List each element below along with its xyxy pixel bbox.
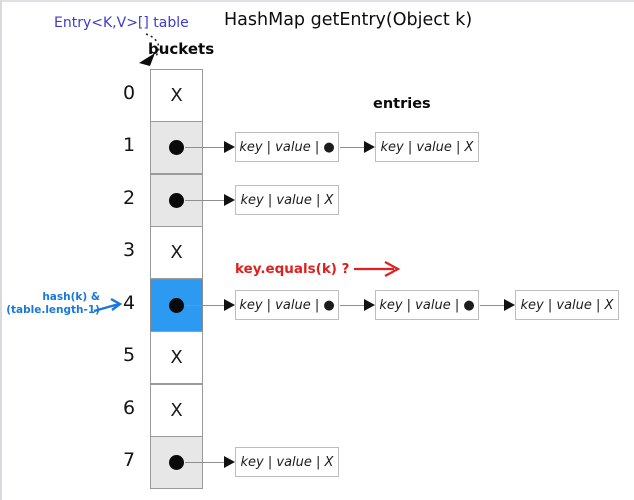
arrow-line	[185, 200, 224, 201]
bucket-index-5: 5	[122, 344, 136, 366]
buckets-label: buckets	[148, 40, 215, 58]
entry-node-label: key | value | ●	[239, 139, 335, 155]
hash-function-label: hash(k) & (table.length-1)	[4, 291, 100, 317]
bucket-index-6: 6	[122, 397, 136, 419]
entry-node-label: key | value | X	[520, 297, 614, 313]
hash-function-line1: hash(k) &	[42, 291, 100, 303]
pointer-dot	[169, 298, 184, 313]
entry-node-label: key | value | X	[240, 192, 334, 208]
entry-node: key | value | X	[515, 290, 619, 320]
bucket-index-3: 3	[122, 239, 136, 261]
pointer-dot	[169, 140, 184, 155]
bucket-cell-3: X	[150, 226, 203, 279]
entry-node-label: key | value | ●	[379, 297, 475, 313]
diagram-title: HashMap getEntry(Object k)	[224, 10, 473, 30]
arrow-head	[224, 194, 235, 206]
entry-node: key | value | X	[375, 132, 479, 162]
arrow-head	[224, 299, 235, 311]
hash-arrow	[93, 297, 123, 313]
bucket-cell-0: X	[150, 69, 203, 122]
hash-function-line2: (table.length-1)	[6, 304, 100, 316]
null-marker: X	[170, 400, 183, 421]
bucket-index-7: 7	[122, 449, 136, 471]
bucket-cell-5: X	[150, 331, 203, 384]
null-marker: X	[170, 242, 183, 263]
arrow-line	[185, 305, 224, 306]
arrow-head	[224, 141, 235, 153]
arrow-head	[504, 299, 515, 311]
arrow-line	[340, 305, 364, 306]
bucket-index-1: 1	[122, 134, 136, 156]
bucket-index-0: 0	[122, 82, 136, 104]
pointer-dot	[169, 193, 184, 208]
pointer-dot	[169, 455, 184, 470]
bucket-index-2: 2	[122, 187, 136, 209]
key-equals-label: key.equals(k) ?	[235, 261, 350, 277]
arrow-line	[185, 462, 224, 463]
entry-node-label: key | value | X	[380, 139, 474, 155]
entry-node: key | value | ●	[235, 132, 339, 162]
table-pointer-dotted-arrow	[139, 33, 160, 66]
null-marker: X	[170, 85, 183, 106]
entry-node-label: key | value | ●	[239, 297, 335, 313]
arrow-line	[340, 147, 364, 148]
entry-node: key | value | ●	[235, 290, 339, 320]
entry-node: key | value | X	[235, 447, 339, 477]
arrow-line	[480, 305, 504, 306]
entry-node: key | value | ●	[375, 290, 479, 320]
null-marker: X	[170, 347, 183, 368]
arrow-head	[224, 456, 235, 468]
key-equals-arrow	[354, 261, 401, 277]
bucket-cell-6: X	[150, 384, 203, 437]
table-reference-label: Entry<K,V>[] table	[54, 15, 189, 31]
arrow-head	[364, 299, 375, 311]
arrow-line	[185, 147, 224, 148]
entry-node-label: key | value | X	[240, 454, 334, 470]
entries-label: entries	[373, 96, 431, 112]
bucket-index-4: 4	[122, 292, 136, 314]
arrow-head	[364, 141, 375, 153]
entry-node: key | value | X	[235, 185, 339, 215]
